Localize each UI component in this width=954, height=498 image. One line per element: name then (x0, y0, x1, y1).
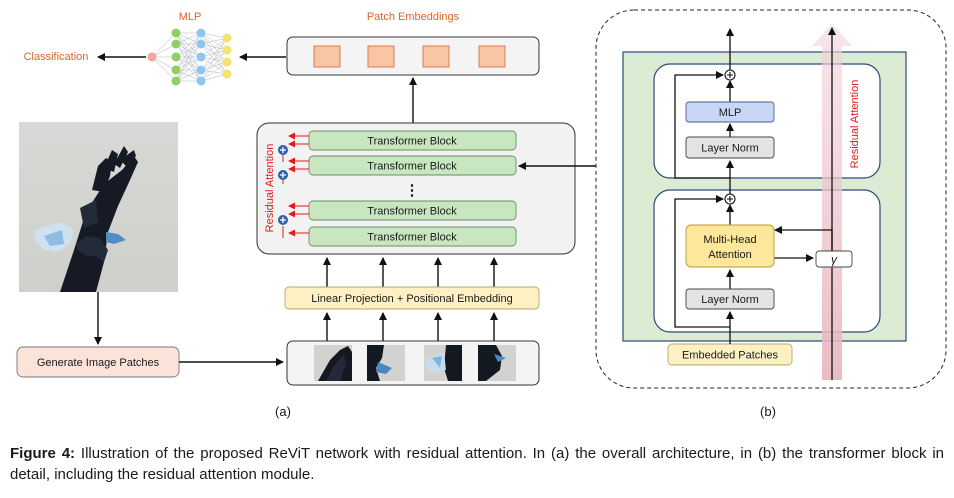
layer-norm-top-box (685, 136, 775, 159)
patches-to-projection-arrows (323, 312, 498, 341)
image-patch-1 (314, 345, 352, 381)
multi-head-attention-box (685, 224, 775, 268)
projection-to-stack-arrows (323, 257, 498, 287)
linear-projection-label: Linear Projection + Positional Embedding (311, 293, 513, 305)
mha-label-line2: Attention (708, 249, 751, 261)
transformer-block-2 (308, 155, 517, 176)
mlp-network-icon (147, 28, 232, 86)
patch-embeddings-title: Patch Embeddings (367, 11, 460, 23)
layer-norm-bottom-box (685, 288, 775, 310)
transformer-block-3 (308, 200, 517, 221)
transformer-block-label: Transformer Block (367, 136, 457, 148)
patch-embedding-2 (367, 45, 395, 68)
gamma-label: γ (831, 253, 838, 267)
layer-norm-bottom-label: Layer Norm (701, 294, 758, 306)
residual-attention-label-b: Residual Attention (849, 80, 861, 169)
patch-embedding-1 (313, 45, 341, 68)
add-icon-attention (724, 193, 736, 205)
transformer-block-label: Transformer Block (367, 161, 457, 173)
figure-label: Figure 4: (10, 445, 76, 462)
ellipsis: ⋮ (405, 182, 420, 199)
eagle-photo (19, 122, 178, 292)
figure-caption: Figure 4: Illustration of the proposed R… (10, 443, 944, 485)
generate-patches-label: Generate Image Patches (37, 357, 160, 369)
transformer-block-label: Transformer Block (367, 232, 457, 244)
layer-norm-top-label: Layer Norm (701, 143, 758, 155)
classification-label: Classification (24, 51, 89, 63)
mlp-box (685, 101, 775, 123)
patch-embeddings-box (286, 36, 540, 76)
patch-embedding-3 (422, 45, 450, 68)
panel-b-flow-arrows (674, 28, 833, 344)
gamma-box (815, 250, 853, 268)
transformer-block-list: Transformer Block Transformer Block ⋮ Tr… (308, 130, 517, 247)
image-patch-4 (478, 345, 516, 381)
residual-add-icons (278, 145, 288, 225)
embedded-patches-label: Embedded Patches (682, 350, 779, 362)
patch-embedding-4 (478, 45, 506, 68)
architecture-diagram: MLP Classification Patch Embeddings Tran… (16, 9, 947, 419)
mlp-label: MLP (179, 11, 202, 23)
caption-text: Illustration of the proposed ReViT netwo… (10, 445, 944, 483)
image-patch-3 (424, 345, 462, 381)
residual-attention-label-a: Residual Attention (264, 144, 276, 233)
transformer-block-1 (308, 130, 517, 151)
panel-b-sublabel: (b) (760, 404, 776, 419)
transformer-block-label: Transformer Block (367, 206, 457, 218)
image-patch-2 (367, 345, 405, 381)
panel-a-sublabel: (a) (275, 404, 291, 419)
linear-projection-box (284, 286, 540, 310)
residual-attention-connections (282, 132, 309, 238)
transformer-block-4 (308, 226, 517, 247)
mha-label-line1: Multi-Head (703, 234, 756, 246)
add-icon-mlp (724, 69, 736, 81)
mlp-box-label: MLP (719, 107, 742, 119)
